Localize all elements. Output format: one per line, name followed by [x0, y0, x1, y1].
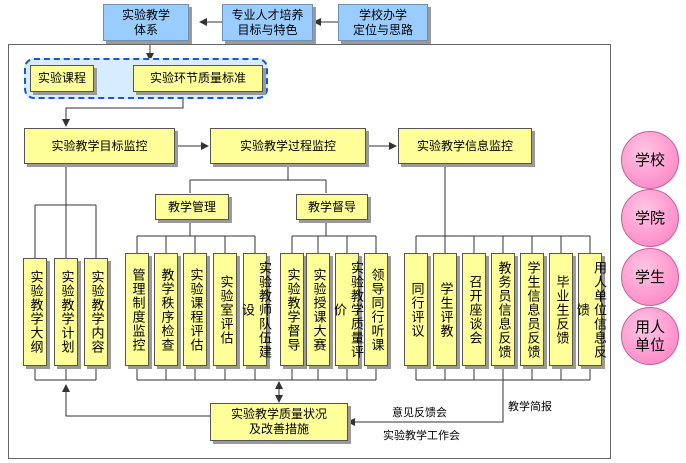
top-box-talent-training-goals: 专业人才培养 目标与特色 [222, 4, 313, 41]
stakeholder-school: 学校 [621, 131, 679, 189]
mgmt-item-faculty-building: 实验教师队伍建设 [239, 253, 271, 366]
goal-item-plan: 实验教学计划 [54, 258, 78, 366]
mgmt-item-system-monitoring: 管理制度监控 [125, 253, 149, 366]
info-item-clerk-feedback: 教务员信息反馈 [491, 253, 515, 366]
process-monitor-box: 实验教学过程监控 [210, 128, 366, 164]
stakeholder-employer: 用人 单位 [621, 307, 679, 365]
monitoring-system-frame [8, 44, 611, 459]
info-item-student-evaluation: 学生评教 [433, 253, 457, 366]
mgmt-item-course-evaluation: 实验课程评估 [183, 253, 207, 366]
teaching-supervision-box: 教学督导 [296, 194, 368, 220]
supervision-item-quality-evaluation: 实验教学质量评价 [331, 253, 363, 366]
stakeholder-college: 学院 [621, 189, 679, 247]
goal-item-syllabus: 实验教学大纲 [23, 258, 47, 366]
quality-standard-box: 实验环节质量标准 [133, 65, 263, 92]
info-item-peer-review: 同行评议 [404, 253, 428, 366]
experimental-course-box: 实验课程 [30, 65, 94, 92]
supervision-item-lecture-contest: 实验授课大赛 [306, 253, 330, 366]
info-item-graduate-feedback: 毕业生反馈 [549, 253, 573, 366]
goal-item-content: 实验教学内容 [84, 258, 108, 366]
teaching-management-box: 教学管理 [155, 194, 229, 220]
work-meeting-label: 实验教学工作会 [383, 429, 460, 442]
feedback-meeting-label: 意见反馈会 [392, 406, 447, 419]
stakeholder-student: 学生 [621, 248, 679, 306]
mgmt-item-order-check: 教学秩序检查 [154, 253, 178, 366]
teaching-briefing-label: 教学简报 [508, 400, 552, 413]
info-monitor-box: 实验教学信息监控 [398, 128, 532, 164]
goal-monitor-box: 实验教学目标监控 [24, 128, 175, 164]
mgmt-item-lab-evaluation: 实验室评估 [213, 253, 237, 366]
top-box-experimental-teaching-system: 实验教学 体系 [103, 4, 189, 41]
supervision-item-peer-observation: 领导同行听课 [364, 253, 388, 366]
top-box-school-positioning: 学校办学 定位与思路 [338, 4, 428, 41]
quality-improvement-box: 实验教学质量状况 及改善措施 [210, 403, 348, 441]
supervision-item-teaching-supervision: 实验教学督导 [280, 253, 304, 366]
info-item-employer-feedback: 用人单位信息反馈 [574, 253, 606, 366]
info-item-forum: 召开座谈会 [462, 253, 486, 366]
info-item-student-informant-feedback: 学生信息员反馈 [520, 253, 544, 366]
